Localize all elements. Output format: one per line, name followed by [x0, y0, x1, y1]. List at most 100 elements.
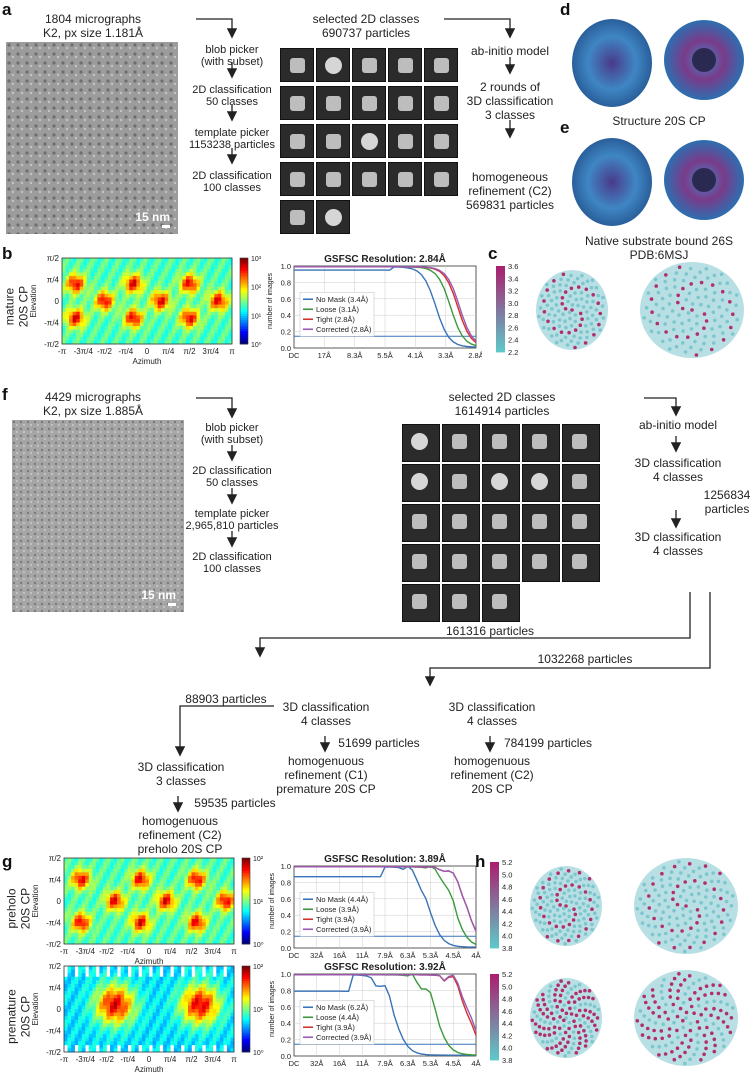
heatmap-ytick: 0	[57, 1005, 62, 1014]
heatmap-xtick: -π/4	[120, 947, 135, 956]
f-class-tile	[442, 504, 480, 542]
locres-colorbar-tick: 2.8	[508, 311, 518, 320]
fsc-legend-entry: No Mask (4.4Å)	[316, 895, 369, 904]
a-step3-l2: 1153238 particles	[188, 139, 276, 151]
locres-colorbar-tick: 4.6	[502, 1007, 512, 1016]
heatmap-xtick: π/4	[162, 347, 175, 356]
a-class-tile	[316, 162, 350, 196]
fsc-legend-entry: Corrected (3.9Å)	[316, 925, 372, 934]
f-cls2-l1: 3D classification	[634, 530, 722, 544]
locres-colorbar-tick: 4.2	[502, 1031, 512, 1040]
fsc-xtick: 7.9Å	[377, 1059, 392, 1068]
g-top-fsc-plot: GSFSC Resolution: 3.89Å1.00.80.60.40.20.…	[281, 852, 481, 960]
fsc-legend-entry: Tight (3.9Å)	[316, 1023, 355, 1032]
f-class-tile	[482, 464, 520, 502]
panel-label-e: e	[560, 118, 570, 137]
f-p1256834-l1: 1256834	[703, 488, 751, 502]
a-refine-l2: refinement (C2)	[468, 184, 552, 198]
locres-map	[634, 970, 738, 1066]
fsc-legend-entry: Loose (3.9Å)	[316, 905, 359, 914]
fsc-ytick: 0.0	[281, 344, 291, 353]
fsc-ytick: 0.8	[281, 278, 291, 287]
heatmap-xtick: π/4	[164, 947, 177, 956]
f-class-tile	[482, 424, 520, 462]
a-class-tile	[388, 124, 422, 158]
heatmap-xtick: 3π/4	[204, 1055, 221, 1064]
fsc-ytick: 0.2	[281, 928, 291, 937]
fsc-xtick: 4.1Å	[408, 351, 423, 360]
heatmap-ytick: π/4	[47, 276, 60, 285]
f-step3-l1: template picker	[194, 508, 270, 520]
a-rounds-l2: 3D classification	[466, 94, 554, 108]
heatmap-xtick: -3π/4	[76, 947, 96, 956]
locres-colorbar-tick: 3.4	[508, 274, 518, 283]
a-rounds-l3: 3 classes	[484, 108, 536, 122]
f-p1256834-l2: particles	[704, 502, 750, 516]
heatmap-frame	[61, 257, 233, 345]
locres-colorbar-tick: 2.2	[508, 348, 518, 357]
f-left-ref-l3: preholo 20S CP	[137, 842, 223, 856]
heatmap-xlabel: Azimuth	[133, 357, 162, 366]
f-step4-l1: 2D classification	[192, 551, 272, 563]
heatmap-ytick: -π/4	[44, 319, 59, 328]
locres-colorbar-tick: 4.0	[502, 1044, 512, 1053]
f-class-tile	[402, 584, 440, 622]
heatmap-ytick: -π/2	[46, 940, 61, 949]
locres-colorbar-tick: 3.8	[502, 944, 512, 953]
colorbar-tick: 10¹	[253, 1007, 264, 1014]
locres-colorbar-tick: 4.4	[502, 907, 512, 916]
d-caption: Structure 20S CP	[612, 114, 706, 128]
locres-colorbar-tick: 5.2	[502, 970, 512, 979]
fsc-xtick: 7.9Å	[377, 951, 392, 960]
heatmap-ytick: -π/2	[44, 340, 59, 349]
locres-colorbar-tick: 4.6	[502, 895, 512, 904]
a-micrographs-px: K2, px size 1.181Å	[42, 26, 144, 40]
a-rounds-l1: 2 rounds of	[479, 80, 541, 94]
colorbar-frame	[239, 257, 249, 345]
a-scalebar-label: 15 nm	[135, 210, 170, 224]
f-left-ref-l2: refinement (C2)	[138, 828, 222, 842]
fsc-legend-entry: No Mask (3.4Å)	[316, 295, 369, 304]
f-right-ref-l2: refinement (C2)	[450, 768, 534, 782]
locres-colorbar-tick: 4.8	[502, 883, 512, 892]
heatmap-ytick: 0	[57, 897, 62, 906]
colorbar-tick: 10²	[253, 964, 264, 971]
locres-colorbar	[490, 862, 499, 949]
a-class-tile	[280, 124, 314, 158]
a-class-tile	[424, 124, 458, 158]
heatmap-xtick: -π	[60, 1055, 69, 1064]
a-class-tile	[316, 48, 350, 82]
f-micrograph-image: 15 nm	[12, 420, 184, 612]
a-step1-l1: blob picker	[205, 44, 259, 56]
panel-label-f: f	[2, 385, 8, 404]
heatmap-ytick: 0	[55, 297, 60, 306]
f-selected-title: selected 2D classes	[448, 390, 556, 404]
f-p59535: 59535 particles	[194, 796, 276, 810]
a-class-tile	[388, 86, 422, 120]
heatmap-xtick: -π	[60, 947, 69, 956]
a-selected-count: 690737 particles	[321, 26, 411, 40]
a-class-tile	[280, 162, 314, 196]
heatmap-ytick: π/2	[49, 854, 62, 863]
a-step4-l2: 100 classes	[202, 182, 262, 194]
locres-colorbar-tick: 3.0	[508, 299, 518, 308]
locres-colorbar-tick: 5.0	[502, 982, 512, 991]
fsc-xtick: 4Å	[471, 951, 480, 960]
fsc-ytick: 0.2	[281, 328, 291, 337]
f-micrographs-count: 4429 micrographs	[44, 390, 142, 404]
f-right-cls-l2: 4 classes	[466, 714, 518, 728]
heatmap-ytick: -π/4	[46, 919, 61, 928]
f-class-tile	[482, 504, 520, 542]
fsc-ytick: 0.2	[281, 1036, 291, 1045]
f-step1-l1: blob picker	[205, 422, 259, 434]
fsc-ytick: 0.4	[281, 911, 291, 920]
f-class-tile	[562, 464, 600, 502]
heatmap-ylabel: Elevation	[31, 993, 40, 1026]
locres-colorbar-tick: 4.8	[502, 995, 512, 1004]
a-scalebar	[162, 225, 170, 228]
a-class-tile	[280, 86, 314, 120]
heatmap-xlabel: Azimuth	[135, 957, 164, 966]
fsc-curve	[294, 266, 477, 342]
f-step2-l1: 2D classification	[192, 465, 272, 477]
